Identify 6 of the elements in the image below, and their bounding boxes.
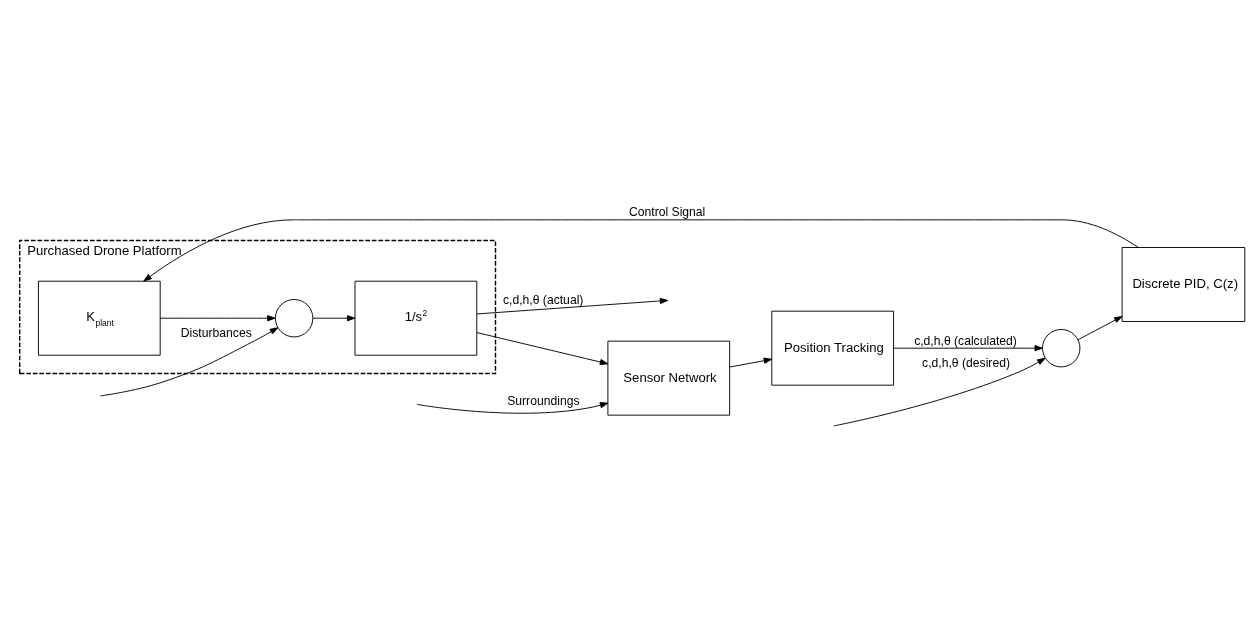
edge-label: Surroundings (507, 393, 580, 408)
edge-label: c,d,h,θ (actual) (502, 292, 584, 307)
edge-label: Disturbances (180, 326, 252, 341)
edge-label: Control Signal (628, 205, 706, 220)
edge-label: c,d,h,θ (calculated) (914, 333, 1017, 348)
edge-label: c,d,h,θ (desired) (922, 356, 1010, 371)
